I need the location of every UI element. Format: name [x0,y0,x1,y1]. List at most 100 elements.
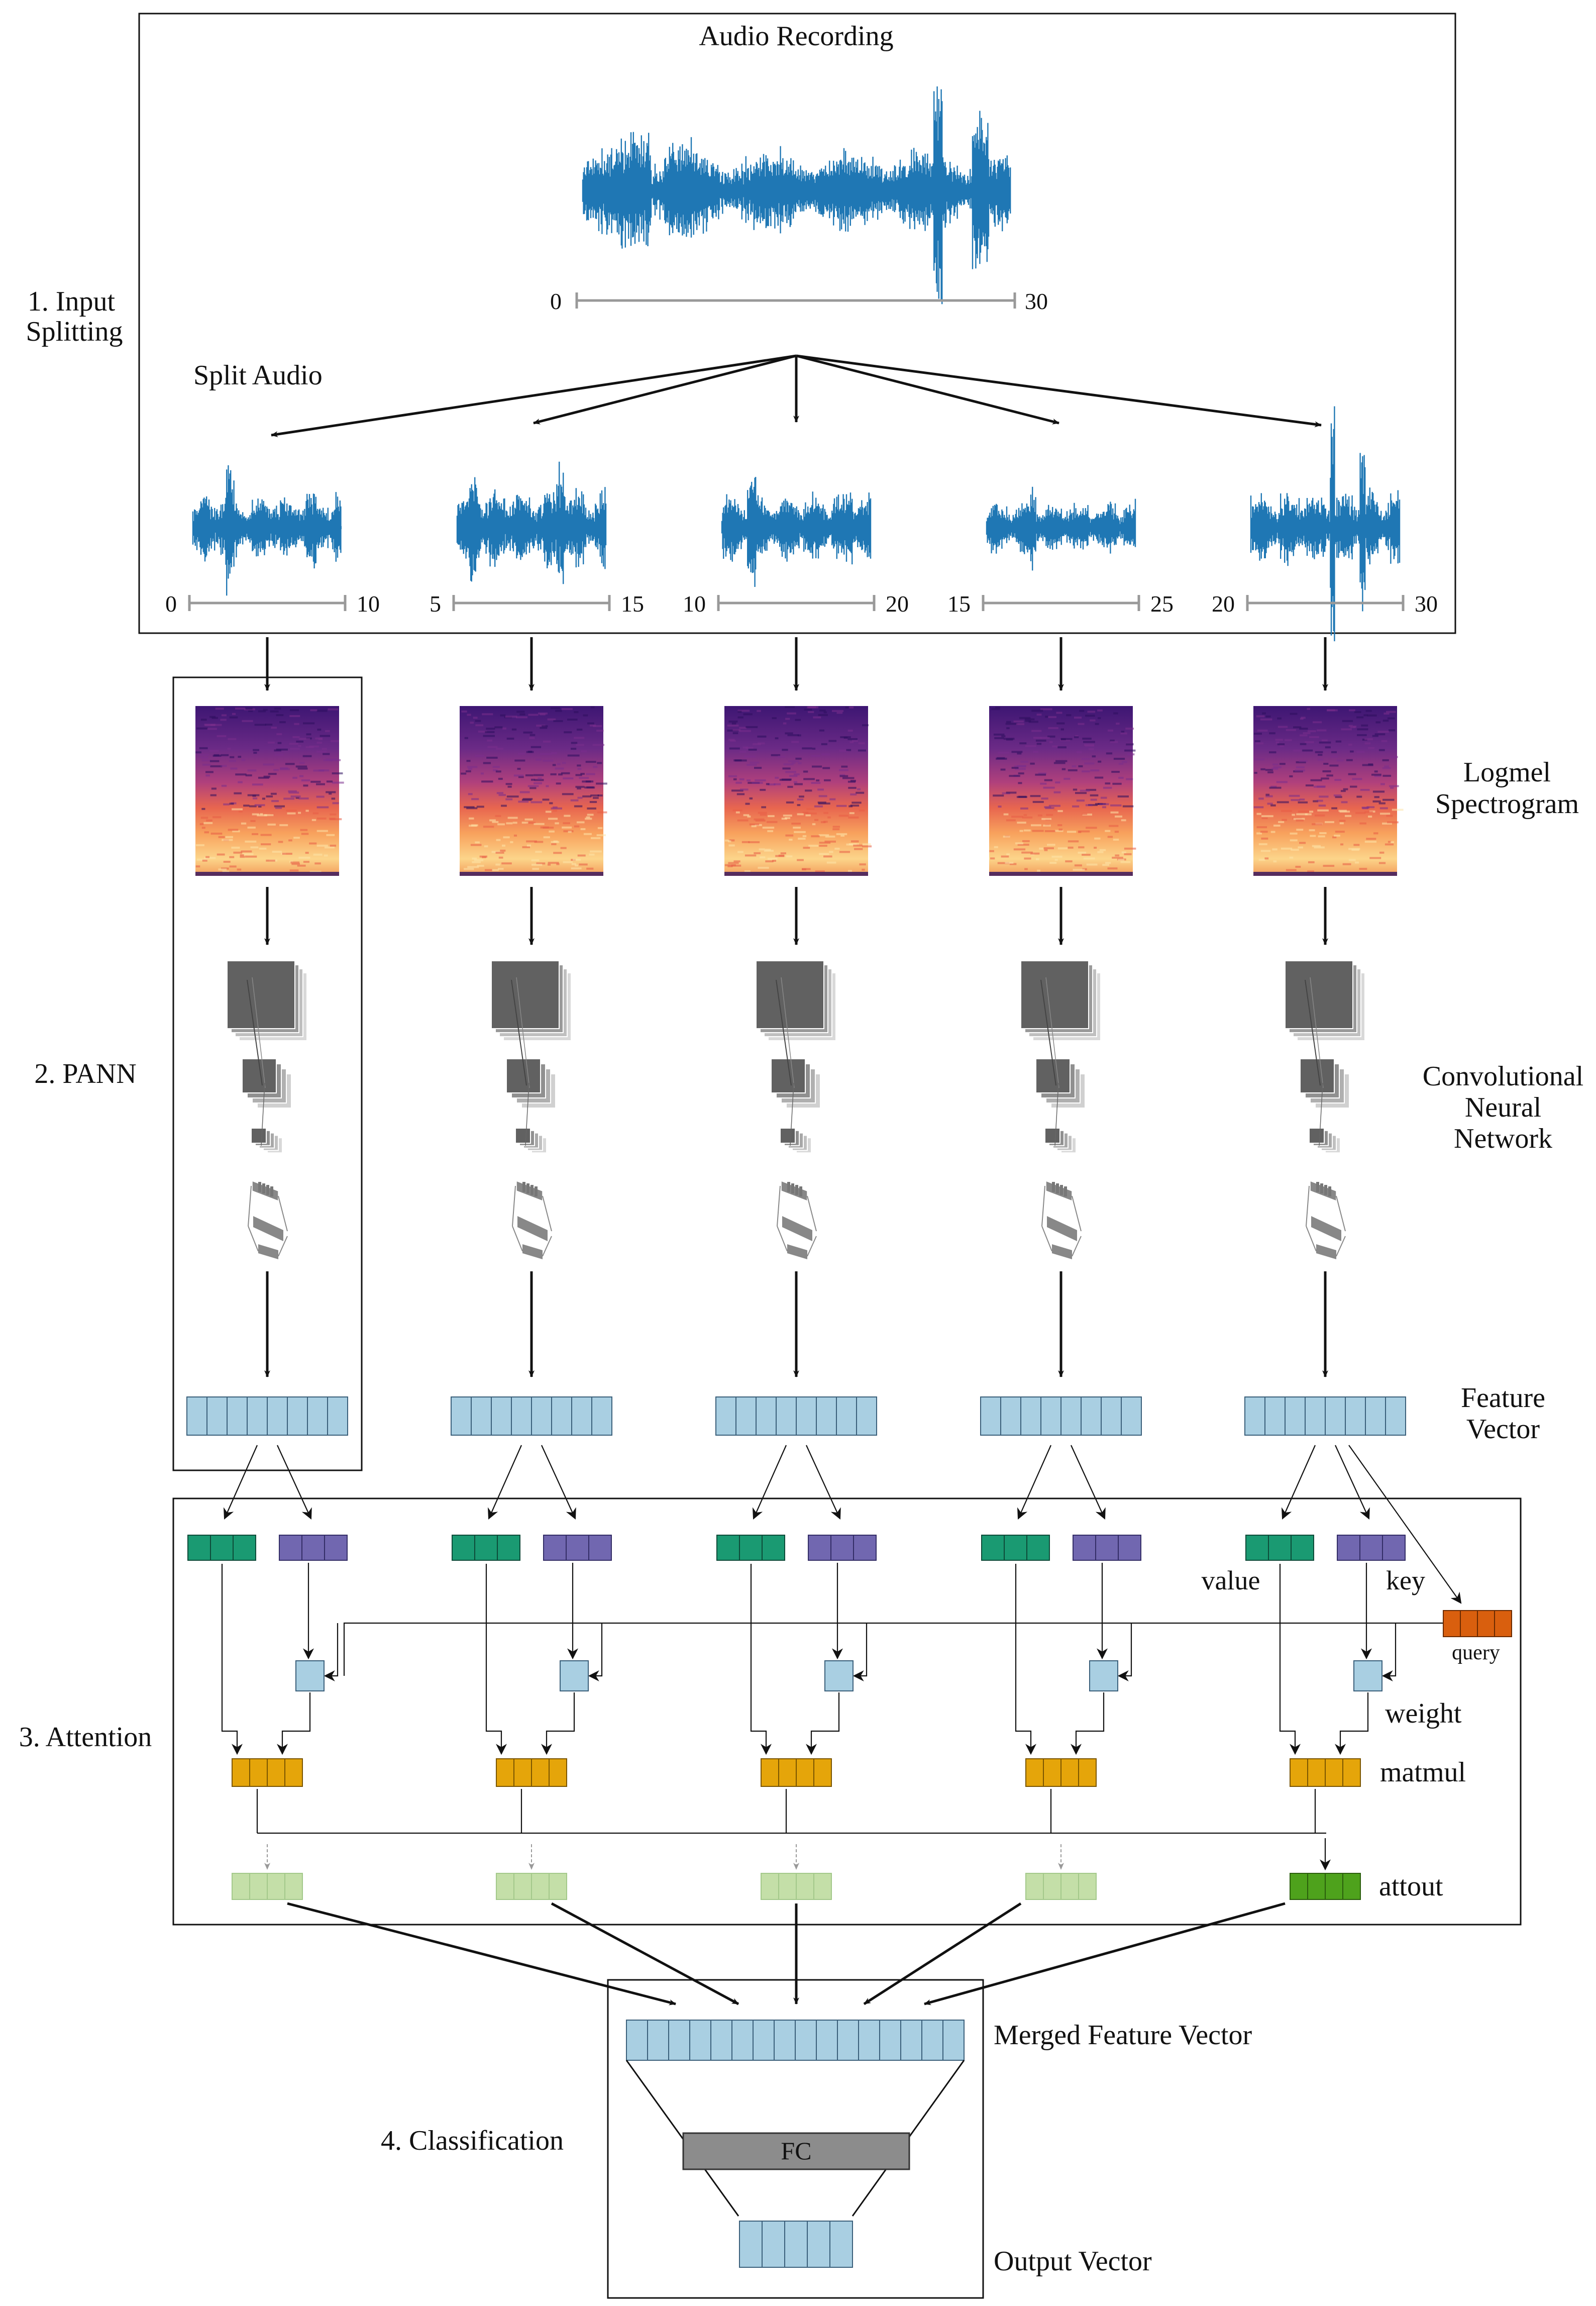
classification-block: FC [625,2020,965,2268]
logmel-spectrogram [1253,706,1404,876]
audio-recording-title: Audio Recording [699,21,893,52]
segment-waveform [1250,406,1401,642]
weight-node [1353,1660,1382,1691]
weight-node [295,1660,325,1691]
pipeline-column-1: 0 10 [165,465,380,1436]
stage-pann: 2. PANN [34,1058,136,1089]
matmul-vector [1290,1758,1361,1787]
attout-vector [232,1873,303,1900]
merge-arrow [287,1902,676,2006]
segment-end: 25 [1150,591,1174,617]
cnn-layers [227,960,307,1259]
logmel-spectrogram [460,706,607,876]
segment-end: 20 [886,591,909,617]
output-vector [739,2221,853,2268]
fc-label: FC [781,2137,811,2165]
cnn-layers [491,960,572,1259]
weight-node [824,1660,854,1691]
segment-end: 30 [1415,591,1438,617]
full-axis-end: 30 [1025,288,1048,314]
logmel-spectrogram [989,706,1136,876]
matmul-vector [496,1758,567,1787]
segment-start: 0 [165,591,177,617]
key-vector [1073,1535,1141,1561]
value-label: value [1202,1565,1260,1595]
full-time-axis: 0 30 [550,288,1048,314]
split-arrows [271,354,1322,437]
attention-column-2 [452,1445,739,2006]
attout-vector [761,1873,832,1900]
attention-column-5 [924,1445,1406,2006]
segment-waveform [986,486,1136,571]
segment-axis: 10 20 [683,591,909,617]
feature-vector [186,1396,348,1436]
input-splitting-frame [138,13,1456,634]
attout-label: attout [1379,1871,1443,1902]
segment-waveform [456,461,607,584]
attention-block: value key query weight matmul attout [187,1445,1512,2006]
query-vector [1443,1610,1512,1637]
cnn-layers [1020,960,1101,1259]
feature-vector [451,1396,612,1436]
split-audio-label: Split Audio [193,360,323,391]
value-vector [1245,1535,1314,1561]
segment-axis: 5 15 [430,591,644,617]
weight-node [1089,1660,1118,1691]
weight-node [560,1660,589,1691]
fc-layer [682,2132,910,2170]
segment-end: 15 [621,591,644,617]
attout-vector [496,1873,567,1900]
matmul-vector [761,1758,832,1787]
attout-vector [1025,1873,1097,1900]
cnn-layers [1285,960,1365,1259]
value-vector [187,1535,256,1561]
feature-vector [980,1396,1142,1436]
weight-label: weight [1385,1698,1462,1729]
stage-classification: 4. Classification [381,2125,564,2156]
attention-column-4 [863,1445,1141,2006]
value-vector [981,1535,1050,1561]
full-axis-start: 0 [550,288,562,314]
key-vector [279,1535,348,1561]
stage-attention: 3. Attention [19,1722,152,1753]
segment-start: 5 [430,591,441,617]
logmel-spectrogram [195,706,344,876]
segment-axis: 0 10 [165,591,380,617]
segment-start: 10 [683,591,706,617]
query-label: query [1452,1641,1500,1664]
merge-arrow [924,1902,1286,2006]
matmul-vector [1025,1758,1097,1787]
attention-column-1 [187,1445,676,2006]
merge-arrow [863,1902,1022,2006]
merge-arrow [551,1902,739,2006]
matmul-label: matmul [1380,1757,1466,1788]
segment-start: 15 [947,591,971,617]
attention-frame [172,1497,1522,1926]
segment-end: 10 [357,591,380,617]
attout-vector-active [1290,1873,1361,1900]
value-vector [716,1535,785,1561]
value-vector [452,1535,520,1561]
merged-feature-vector-label: Merged Feature Vector [994,2020,1252,2051]
key-vector [1337,1535,1406,1561]
key-label: key [1386,1565,1425,1595]
output-vector-label: Output Vector [994,2246,1152,2277]
merged-feature-vector [626,2020,965,2061]
key-vector [808,1535,877,1561]
pipeline-column-2: 5 15 [430,461,644,1436]
attention-column-3 [716,1445,877,2004]
segment-waveform [192,465,342,596]
pipeline-column-3: 10 20 [683,477,909,1436]
full-waveform [582,86,1011,305]
feature-vector [715,1396,877,1436]
